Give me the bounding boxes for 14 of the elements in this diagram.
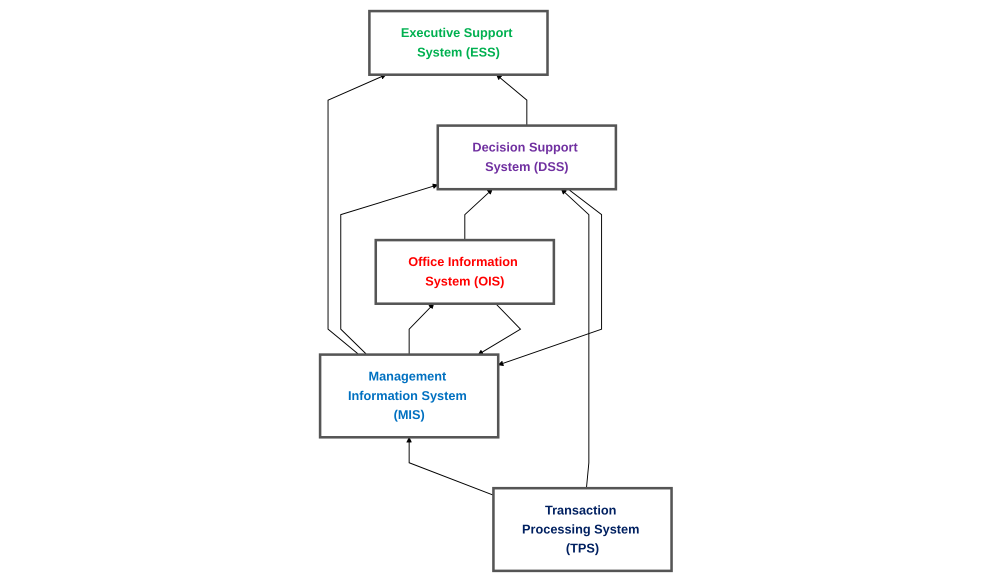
node-box: Office Information System (OIS) (374, 238, 556, 305)
node-box: Transaction Processing System (TPS) (492, 486, 673, 572)
arrow (478, 303, 522, 355)
node-box: Management Information System (MIS) (318, 353, 500, 439)
node-box: Executive Support System (ESS) (368, 10, 549, 76)
arrow (496, 74, 528, 126)
arrow (408, 303, 434, 356)
arrow (406, 437, 494, 496)
arrow (498, 188, 602, 366)
arrow (561, 188, 590, 489)
arrow (464, 188, 493, 241)
node-box: Decision Support System (DSS) (436, 124, 618, 190)
arrow (328, 74, 386, 356)
arrow (340, 184, 438, 356)
